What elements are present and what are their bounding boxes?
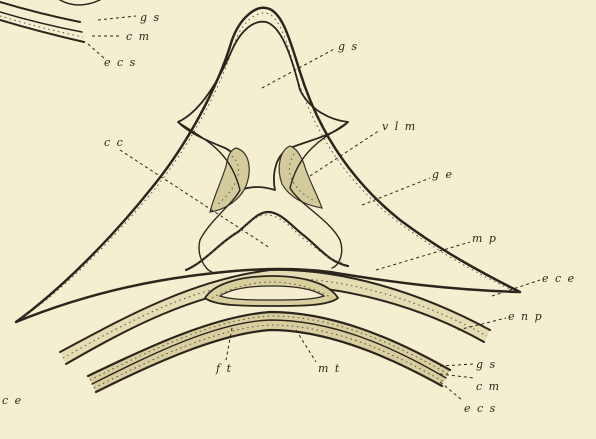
label-gs-bottom: g s [476, 358, 497, 371]
label-ce-left: c e [2, 394, 23, 407]
label-cm-bottom: c m [476, 380, 501, 393]
label-mt: m t [318, 362, 341, 375]
label-ece: e c e [542, 272, 576, 285]
label-ft: f t [215, 362, 233, 375]
label-enp: e n p [508, 310, 543, 323]
label-ecs-top: e c s [104, 56, 137, 69]
label-ge: g e [432, 168, 454, 181]
label-gs-main: g s [338, 40, 359, 53]
label-ecs-bottom: e c s [464, 402, 497, 415]
label-cm-top: c m [126, 30, 151, 43]
label-gs-top: g s [140, 11, 161, 24]
label-mp: m p [472, 232, 497, 245]
label-cc: c c [104, 136, 124, 149]
label-vlm: v l m [382, 120, 417, 133]
